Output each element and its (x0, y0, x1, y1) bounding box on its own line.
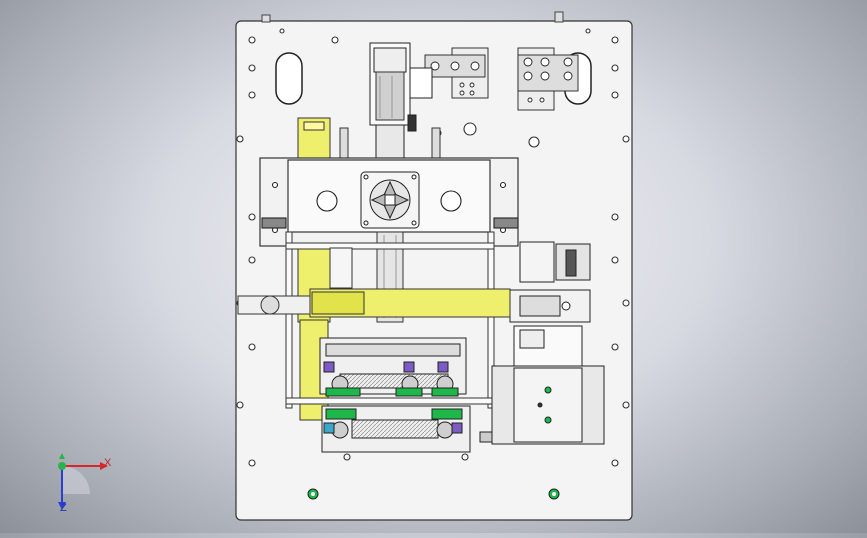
bolt-hole-icon (236, 135, 244, 143)
bolt-hole-icon (611, 64, 619, 72)
cross-bar (285, 242, 495, 250)
bolt-hole-icon (463, 122, 477, 136)
fan-icon[interactable] (360, 171, 420, 229)
bolt-hole-icon (611, 91, 619, 99)
bolt-hole-icon (611, 343, 619, 351)
bolt-hole-icon (248, 91, 256, 99)
bolt-hole-icon (343, 453, 351, 461)
coordinate-triad-icon (58, 453, 108, 510)
bolt-hole-icon (622, 135, 630, 143)
top-tab-right (554, 11, 564, 23)
terminal-block-right[interactable] (517, 47, 579, 111)
bolt-hole-icon (622, 299, 630, 307)
motor-icon[interactable] (369, 42, 433, 161)
bolt-hole-icon (248, 343, 256, 351)
bolt-hole-icon (585, 28, 591, 34)
yellow-horizontal-beam[interactable] (237, 288, 511, 318)
bolt-hole-icon (248, 64, 256, 72)
bolt-hole-icon (611, 213, 619, 221)
bolt-holes (236, 28, 630, 467)
frame-post-right (487, 231, 495, 409)
bolt-hole-icon (248, 213, 256, 221)
bolt-hole-icon (611, 459, 619, 467)
driver-box[interactable] (479, 325, 605, 445)
bolt-hole-icon (236, 401, 244, 409)
bolt-hole-icon (611, 256, 619, 264)
top-tab-left (261, 14, 271, 23)
triad-x-label: X (104, 457, 112, 469)
triad-z-label: Z (60, 502, 67, 514)
bolt-hole-icon (248, 256, 256, 264)
bolt-hole-icon (331, 36, 339, 44)
bolt-hole-icon (461, 453, 469, 461)
small-cylinder (329, 247, 353, 289)
bolt-hole-icon (248, 36, 256, 44)
sensor-bracket[interactable] (509, 241, 591, 323)
lower-crossbar (285, 397, 495, 405)
post-right (431, 127, 441, 159)
bolt-hole-icon (622, 401, 630, 409)
bolt-hole-icon (611, 36, 619, 44)
green-indicators (307, 488, 560, 500)
slot-left (275, 52, 303, 105)
post-left (339, 127, 349, 159)
bolt-hole-icon (248, 459, 256, 467)
frame-post-left (285, 231, 293, 409)
bearing-icon (323, 361, 463, 439)
bolt-hole-icon (279, 28, 285, 34)
terminal-block-left[interactable] (424, 47, 489, 99)
bolt-hole-icon (528, 136, 540, 148)
